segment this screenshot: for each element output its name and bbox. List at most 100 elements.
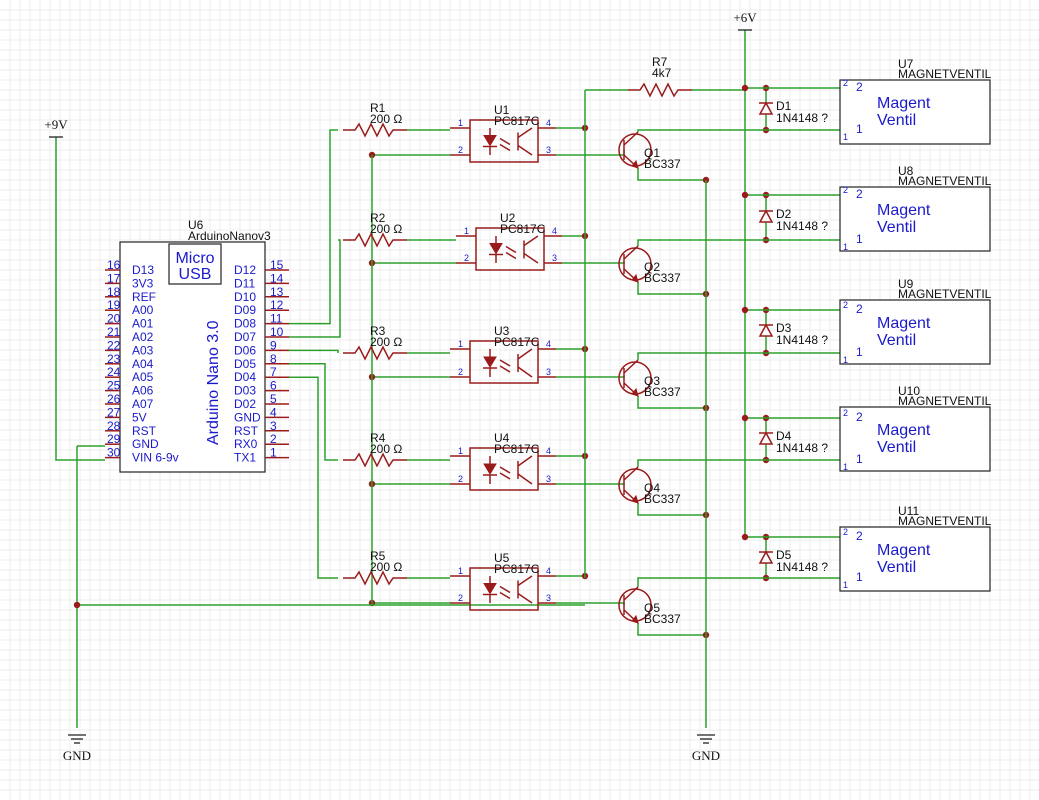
led-icon [483, 463, 497, 475]
arduino-pin-number: 11 [270, 312, 283, 326]
arduino-pin-number: 25 [107, 379, 121, 393]
arduino-pin-number: 20 [107, 312, 121, 326]
wire [289, 349, 339, 353]
wire [562, 262, 625, 264]
valve-value: MAGNETVENTIL [898, 514, 992, 528]
components [49, 29, 991, 744]
transistor-value: BC337 [644, 612, 681, 626]
arduino-pin-number: 21 [107, 325, 121, 339]
transistor-ref: Q1 [644, 146, 660, 160]
power-9v-label: +9V [44, 117, 68, 132]
valve-label-line1: Magent [877, 95, 931, 112]
valve-pin-number: 2 [843, 300, 848, 310]
opto-pin-number: 2 [458, 474, 463, 484]
valve-body [839, 79, 991, 145]
wire [637, 282, 706, 295]
wire [637, 352, 840, 360]
valve-pin-number: 1 [843, 580, 848, 590]
valve-body [839, 406, 991, 472]
diode-value: 1N4148 ? [776, 219, 828, 233]
light-arrow [499, 365, 511, 373]
resistor-body [628, 82, 692, 98]
diode-icon [758, 431, 774, 445]
diode-icon [758, 323, 774, 337]
arduino-pin-number: 28 [107, 419, 121, 433]
opto-pin-number: 1 [464, 226, 469, 236]
transistor-ref: Q2 [644, 260, 660, 274]
valve-label-line2: Ventil [877, 219, 916, 236]
arduino-pin-number: 29 [107, 432, 121, 446]
opto-pin-number: 1 [458, 566, 463, 576]
arduino-pin-number: 5 [270, 392, 277, 406]
valve-pin-label: 1 [856, 452, 863, 466]
wire [289, 239, 341, 338]
phototransistor-emitter [517, 473, 533, 485]
arduino-pin-name: D04 [234, 370, 256, 384]
arduino-pin-name: 3V3 [132, 276, 154, 290]
opto-pin-number: 3 [546, 593, 551, 603]
optocoupler-body [469, 567, 539, 611]
arduino-pin-number: 7 [270, 365, 277, 379]
arduino-pin-number: 30 [107, 446, 121, 460]
wire [637, 623, 706, 636]
opto-pin-number: 3 [546, 367, 551, 377]
junction-dot [73, 601, 81, 609]
opto-pin-number: 3 [546, 145, 551, 155]
wire [289, 376, 338, 579]
optocoupler-value: PC817C [494, 114, 540, 128]
junction-dot [741, 533, 749, 541]
arduino-pin-name: A02 [132, 330, 154, 344]
resistor-ref: R3 [370, 324, 386, 338]
wire [637, 239, 840, 246]
resistor-body [343, 345, 407, 361]
transistor-ref: Q4 [644, 481, 660, 495]
arduino-pin-number: 15 [270, 258, 284, 272]
valve-value: MAGNETVENTIL [898, 394, 992, 408]
resistor-value: 200 Ω [370, 112, 402, 126]
transistor-value: BC337 [644, 385, 681, 399]
arduino-pin-number: 19 [107, 298, 121, 312]
transistor-arrow [631, 273, 639, 283]
diode-icon [758, 209, 774, 223]
arduino-pin-name: VIN 6-9v [132, 451, 179, 465]
transistor-arrow [631, 494, 639, 504]
transistor-value: BC337 [644, 271, 681, 285]
valve-label-line1: Magent [877, 422, 931, 439]
valve-body [839, 186, 991, 252]
arduino-pin-number: 1 [270, 446, 277, 460]
junction-dot [741, 191, 749, 199]
arduino-pin-name: A06 [132, 384, 154, 398]
arduino-ref: U6 [188, 218, 204, 232]
valve-label-line2: Ventil [877, 112, 916, 129]
arduino-pin-name: RST [234, 424, 259, 438]
optocoupler-body [469, 119, 539, 163]
diode-ref: D3 [776, 321, 792, 335]
valve-label-line1: Magent [877, 202, 931, 219]
phototransistor-collector [517, 575, 533, 587]
r7-value: 4k7 [652, 66, 672, 80]
arduino-pin-number: 8 [270, 352, 277, 366]
transistor-ref: Q5 [644, 601, 660, 615]
diode-icon [758, 550, 774, 564]
diode-value: 1N4148 ? [776, 111, 828, 125]
light-arrow [499, 585, 511, 594]
valve-pin-number: 1 [843, 132, 848, 142]
arduino-pin-number: 27 [107, 405, 121, 419]
arduino-pin-name: A07 [132, 397, 154, 411]
valve-value: MAGNETVENTIL [898, 67, 992, 81]
valve-pin-number: 1 [843, 355, 848, 365]
usb-label-line1: Micro [175, 250, 214, 267]
opto-pin-number: 1 [458, 118, 463, 128]
valve-pin-number: 2 [843, 527, 848, 537]
valve-body [839, 526, 991, 592]
valve-pin-number: 1 [843, 242, 848, 252]
valve-ref: U9 [898, 277, 914, 291]
arduino-pin-name: GND [132, 437, 159, 451]
usb-connector [168, 243, 222, 285]
phototransistor-emitter [517, 592, 533, 604]
valve-label-line1: Magent [877, 315, 931, 332]
phototransistor-collector [523, 235, 539, 247]
led-icon [483, 583, 497, 595]
junction-dot [741, 84, 749, 92]
arduino-pin-name: D03 [234, 384, 256, 398]
